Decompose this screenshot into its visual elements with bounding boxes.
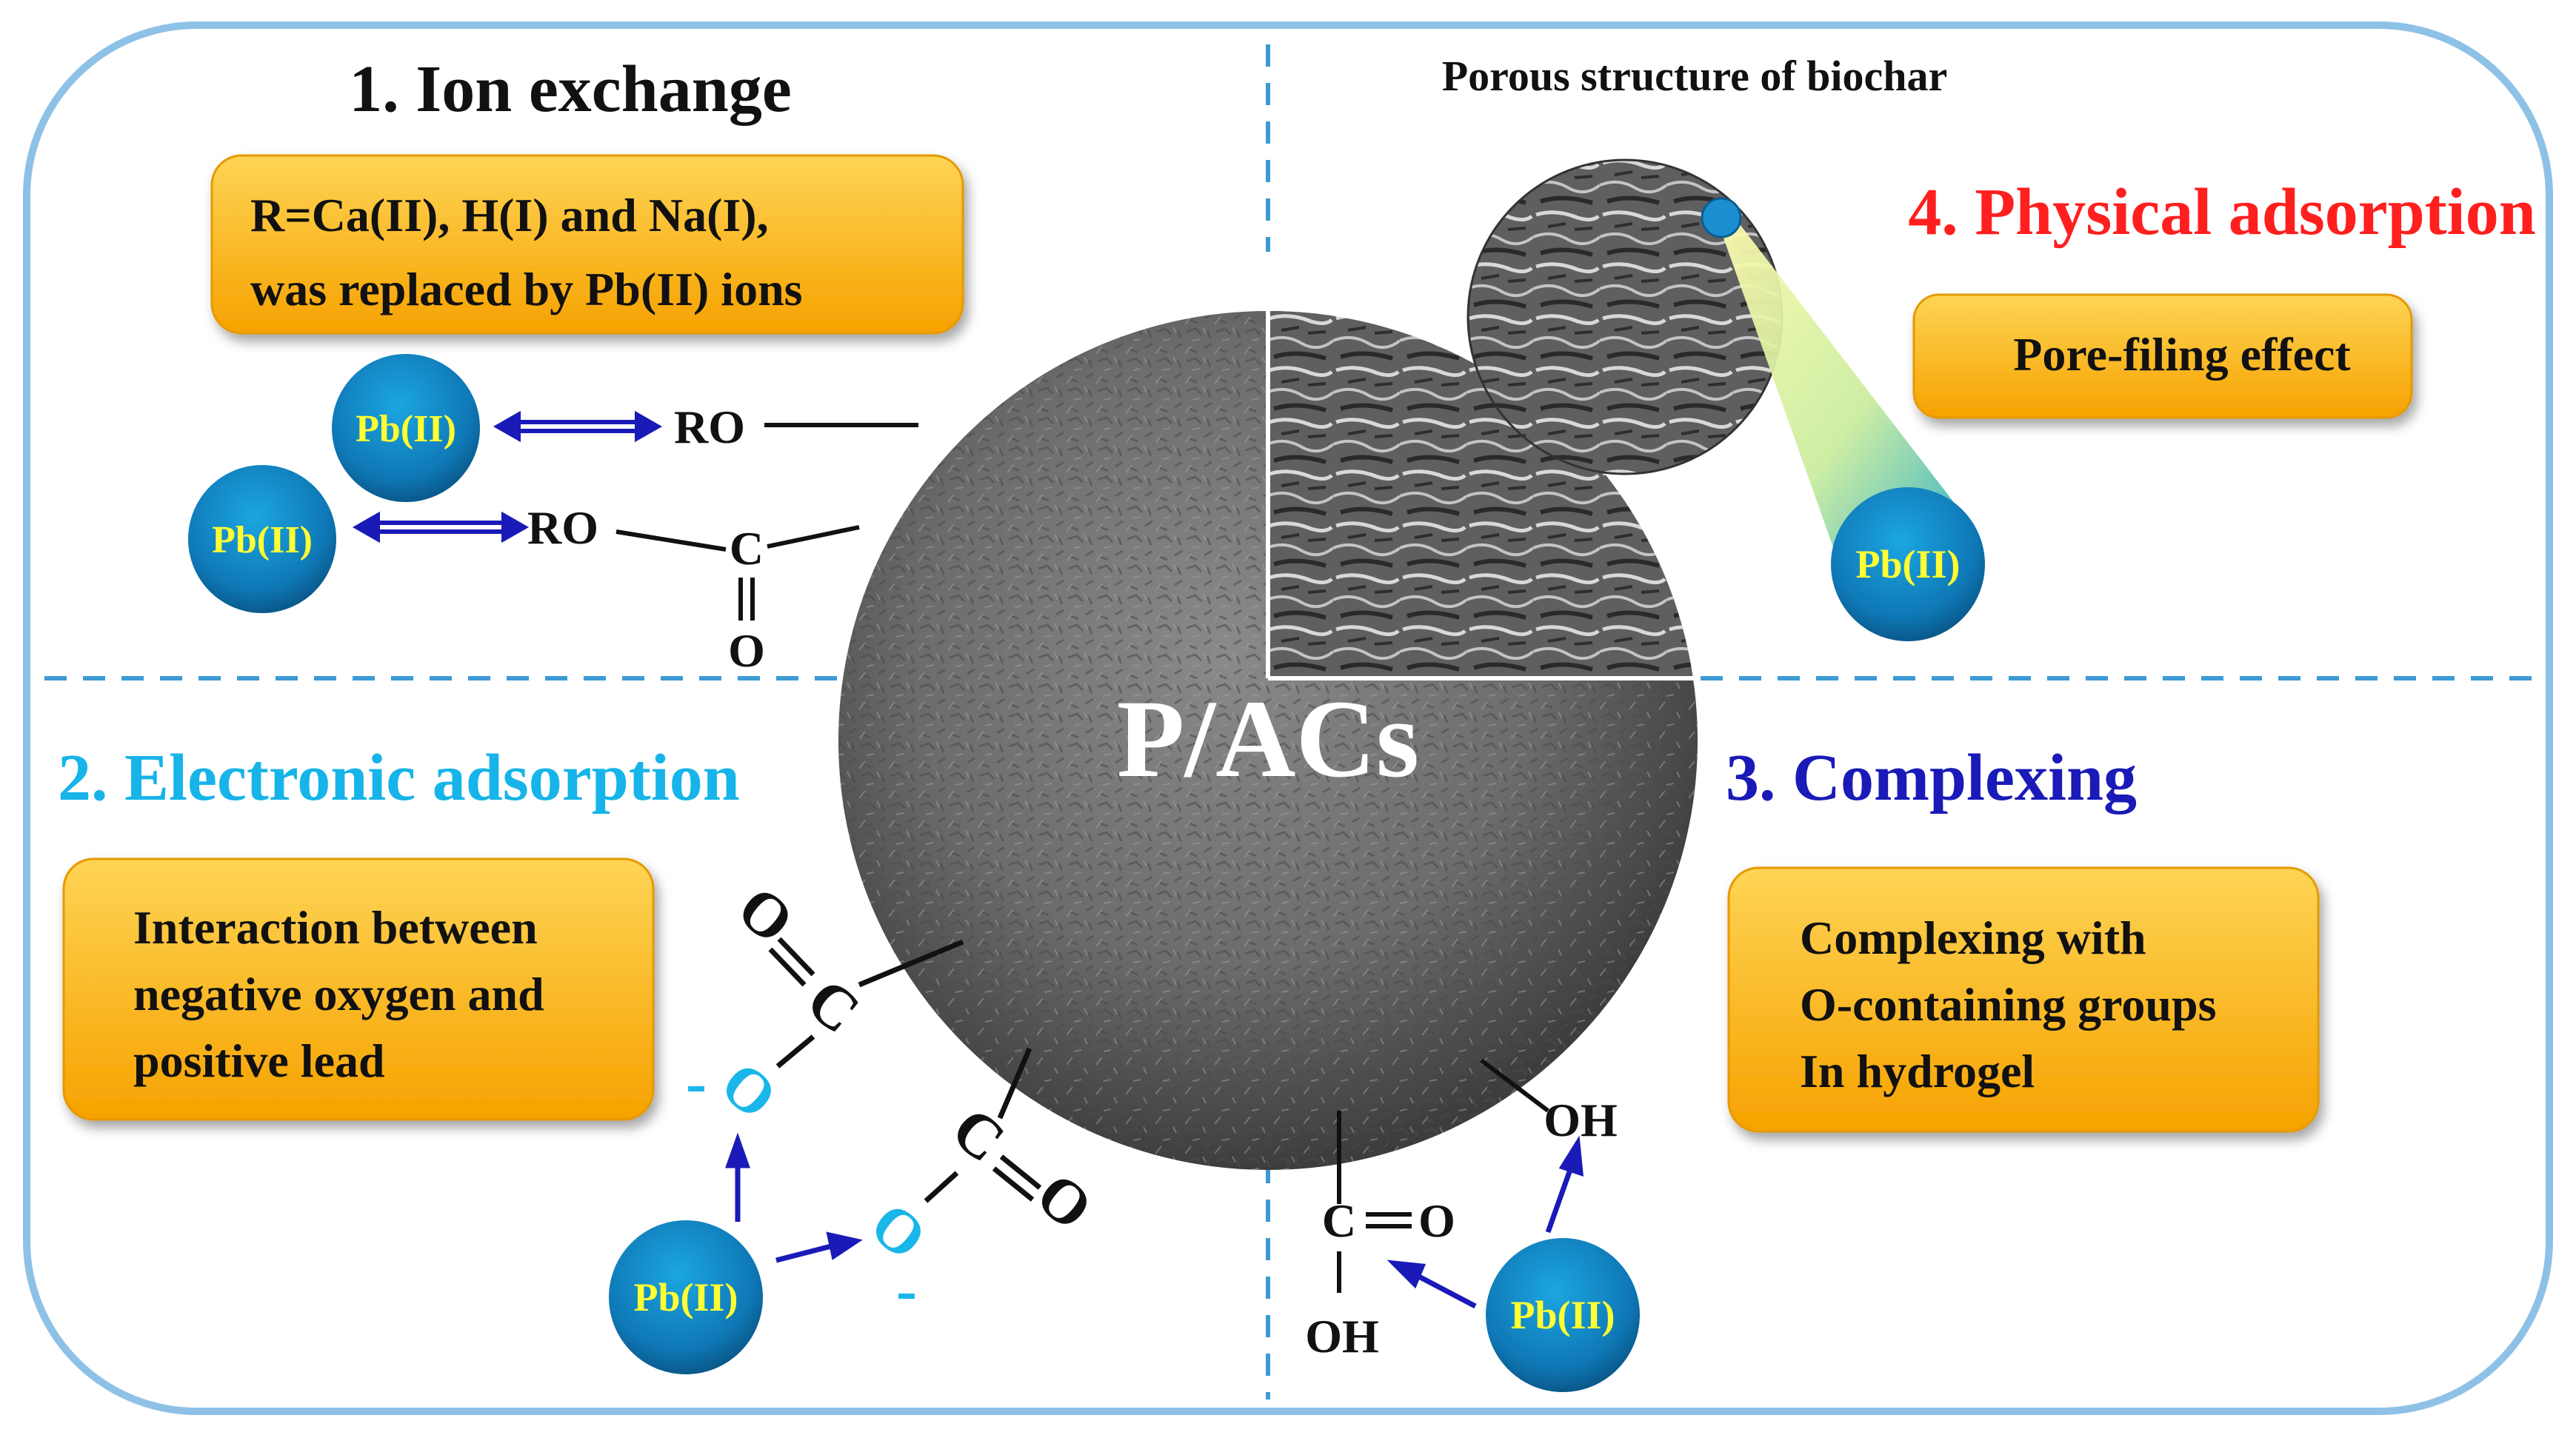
ion-exchange-box — [210, 154, 964, 335]
center-label: P/ACs — [1117, 678, 1419, 800]
carbon-atom: C — [1322, 1194, 1356, 1247]
hydroxyl-group: OH — [1544, 1094, 1618, 1146]
pb-ion: Pb(II) — [1831, 487, 1985, 641]
electronic-box-line-2: negative oxygen and — [133, 968, 544, 1020]
complexing-box-line-3: In hydrogel — [1800, 1045, 2035, 1097]
oxygen-atom: O — [728, 624, 765, 677]
ro-group: RO — [674, 401, 745, 453]
electronic-box-line-3: positive lead — [133, 1034, 385, 1087]
bond — [924, 1171, 959, 1203]
pb-ion-label: Pb(II) — [1510, 1293, 1615, 1337]
exchange-arrow — [352, 511, 530, 544]
double-bond — [777, 937, 815, 977]
porous-structure-caption: Porous structure of biochar — [1442, 52, 1948, 100]
complexing-box-line-1: Complexing with — [1800, 912, 2146, 964]
electronic-adsorption-box — [62, 857, 655, 1121]
hydroxyl-group: OH — [1305, 1310, 1379, 1362]
complexing-box-line-2: O-containing groups — [1800, 978, 2217, 1031]
pore-marker — [1701, 197, 1742, 238]
pb-ion-label: Pb(II) — [633, 1275, 738, 1320]
exchange-arrow — [493, 410, 663, 443]
negative-charge: - — [686, 1049, 707, 1117]
bond — [1480, 1058, 1549, 1113]
electronic-box-line-1: Interaction between — [133, 901, 538, 954]
ro-group: RO — [527, 501, 598, 554]
pb-ion: Pb(II) — [1486, 1238, 1640, 1392]
complexing-box — [1727, 866, 2320, 1133]
coordination-arrow — [1387, 1135, 1584, 1309]
electronic-adsorption-title: 2. Electronic adsorption — [58, 741, 740, 815]
pb-ion: Pb(II) — [609, 1220, 763, 1374]
double-bond — [768, 947, 807, 987]
physical-adsorption-title: 4. Physical adsorption — [1908, 175, 2536, 249]
double-bond — [999, 1154, 1042, 1190]
pb-ion-label: Pb(II) — [1855, 542, 1960, 586]
pb-ion-label: Pb(II) — [212, 519, 313, 561]
pore-filling-text: Pore-filing effect — [2013, 328, 2351, 381]
ion-exchange-title: 1. Ion exchange — [349, 53, 792, 126]
double-bond — [992, 1166, 1035, 1202]
ion-exchange-box-line-2: was replaced by Pb(II) ions — [250, 263, 803, 315]
physical-adsorption-box — [1912, 293, 2413, 419]
bond — [997, 1047, 1032, 1120]
bond — [775, 1034, 815, 1069]
bond — [858, 939, 964, 988]
bond — [767, 525, 860, 549]
negative-charge: - — [896, 1256, 917, 1325]
zoom-beam — [1717, 212, 1978, 570]
complexing-title: 3. Complexing — [1726, 741, 2137, 815]
ion-exchange-box-line-1: R=Ca(II), H(I) and Na(I), — [250, 189, 769, 241]
pb-ion: Pb(II) — [188, 465, 336, 613]
pb-ion: Pb(II) — [332, 354, 480, 502]
bond — [615, 529, 727, 552]
attraction-arrow — [725, 1132, 863, 1263]
carbon-atom: C — [730, 522, 764, 575]
pb-ion-label: Pb(II) — [356, 408, 456, 450]
oxygen-atom: O — [1418, 1194, 1455, 1247]
